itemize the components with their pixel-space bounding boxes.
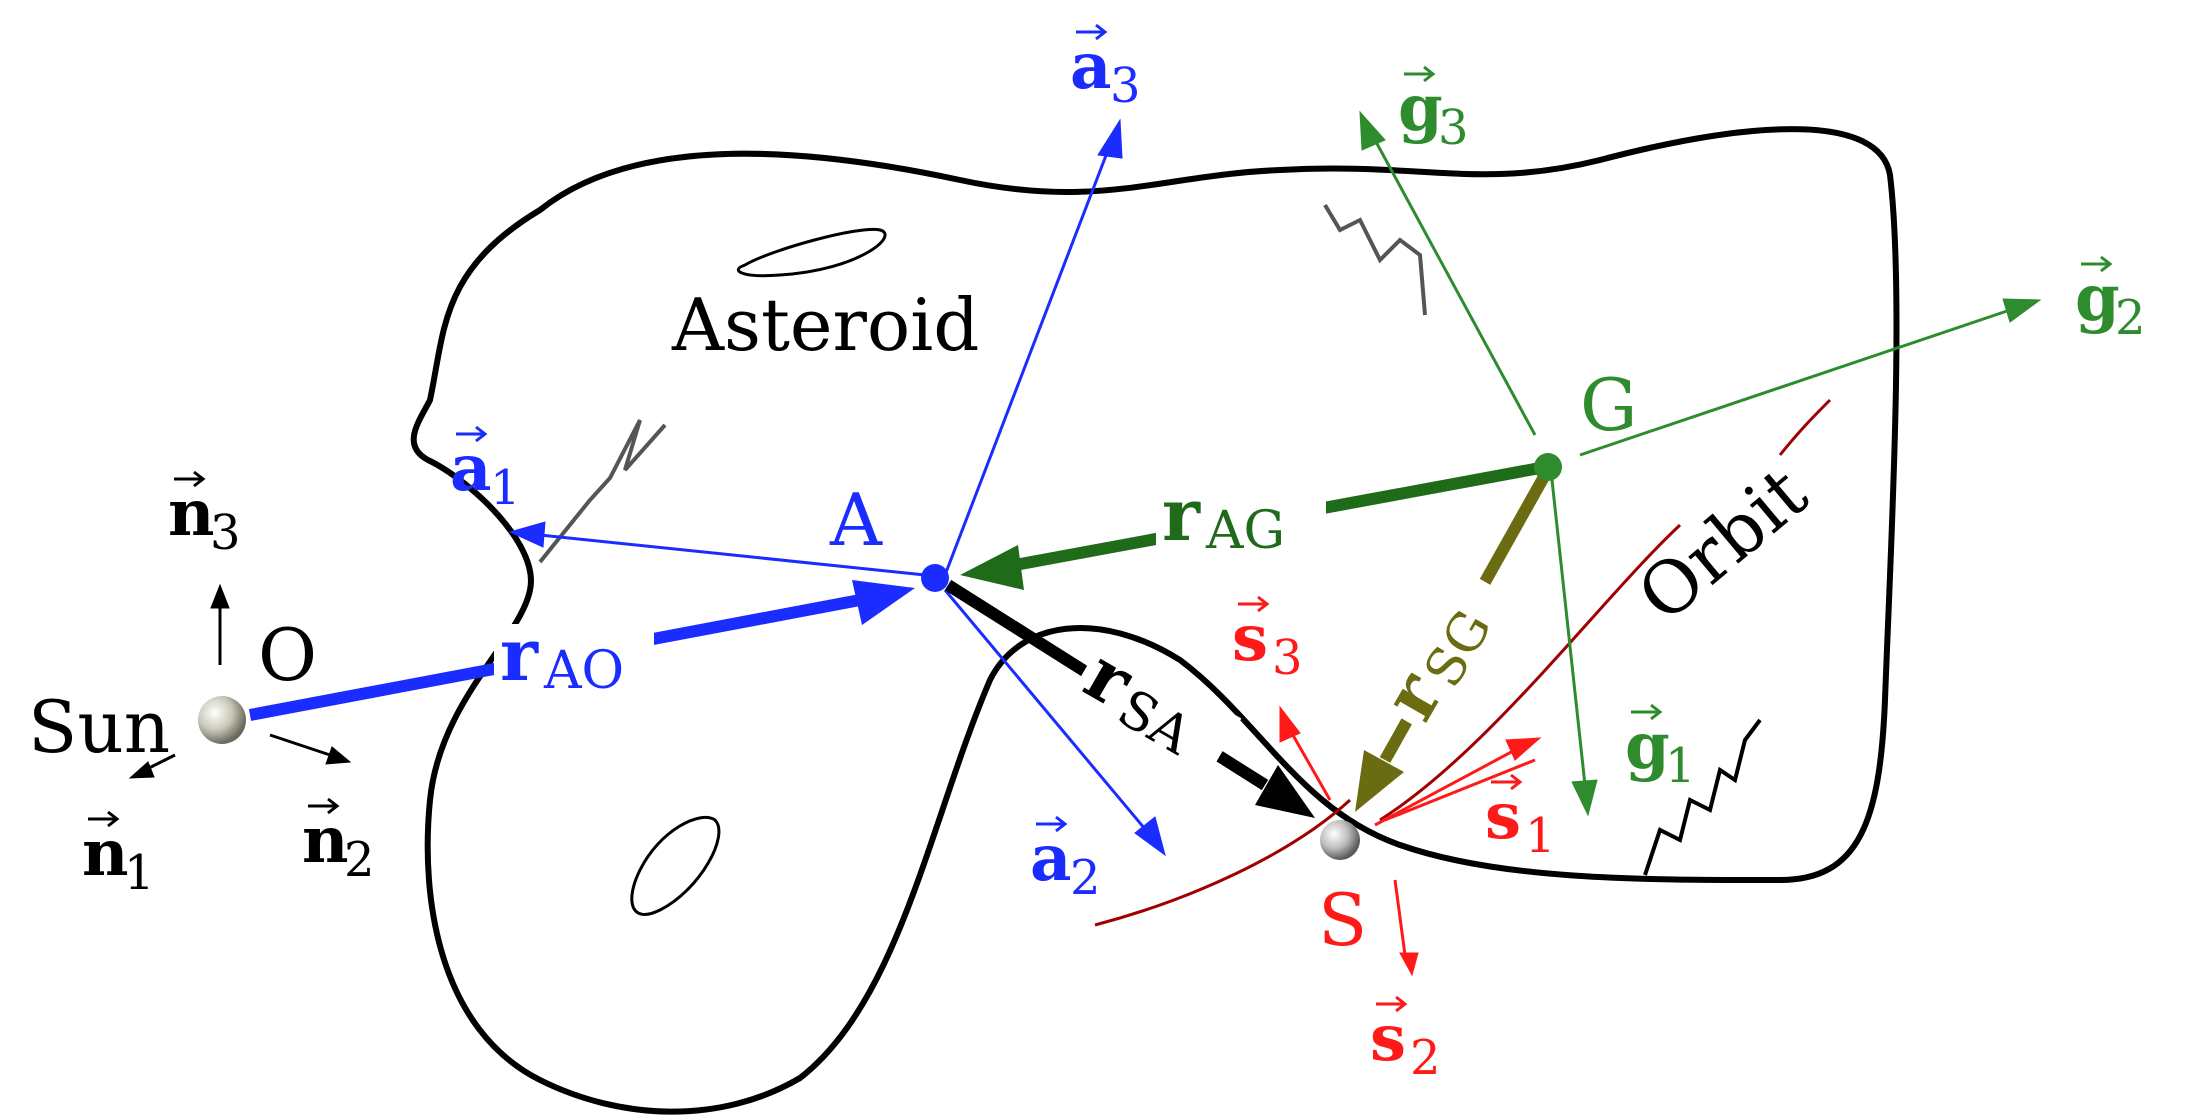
label-g1: g 1: [1625, 703, 1696, 794]
label-a1: a 1: [450, 425, 521, 516]
label-r-SA: r SA: [1064, 631, 1242, 785]
label-r-AG: r AG: [1156, 472, 1326, 561]
svg-text:3: 3: [210, 505, 241, 561]
crater-loop-lower: [630, 815, 721, 916]
svg-text:g: g: [2075, 261, 2120, 336]
label-r-SG: r SG: [1366, 563, 1520, 741]
label-n2: n 2: [302, 797, 375, 888]
svg-text:1: 1: [1525, 808, 1556, 864]
svg-text:3: 3: [1110, 58, 1141, 114]
svg-text:n: n: [302, 803, 349, 878]
label-orbit: Orbit: [1622, 451, 1823, 638]
frame-g-vectors: [1359, 110, 2042, 817]
svg-text:2: 2: [1410, 1030, 1441, 1086]
svg-text:AG: AG: [1205, 501, 1285, 561]
label-s3: s 3: [1232, 595, 1303, 686]
label-n1: n 1: [82, 810, 155, 901]
label-asteroid: Asteroid: [671, 283, 979, 367]
svg-text:g: g: [1625, 709, 1670, 784]
label-n3: n 3: [168, 470, 241, 561]
label-a2: a 2: [1030, 815, 1101, 906]
orbit-curve-upper: [1379, 523, 1682, 822]
svg-text:2: 2: [1070, 850, 1101, 906]
label-g3: g 3: [1398, 65, 1469, 156]
svg-text:s: s: [1485, 779, 1521, 854]
svg-text:r: r: [1162, 472, 1201, 557]
svg-text:g: g: [1398, 71, 1443, 146]
orbit-curve-lower: [1094, 798, 1352, 927]
point-A: [921, 564, 949, 592]
frame-n-vectors: [128, 583, 352, 779]
svg-text:s: s: [1370, 1001, 1406, 1076]
svg-text:1: 1: [124, 845, 155, 901]
point-G: [1534, 453, 1562, 481]
frame-s-vectors: [1279, 705, 1542, 977]
label-G: G: [1580, 363, 1638, 447]
svg-text:2: 2: [2115, 290, 2146, 346]
svg-text:n: n: [168, 476, 215, 551]
surface-scribble-top: [1323, 203, 1427, 316]
svg-text:3: 3: [1272, 630, 1303, 686]
label-r-AO: r AO: [494, 612, 654, 701]
svg-text:r: r: [500, 612, 539, 697]
svg-text:1: 1: [1665, 738, 1696, 794]
label-s1: s 1: [1485, 773, 1556, 864]
label-S: S: [1318, 878, 1367, 962]
label-s2: s 2: [1370, 995, 1441, 1086]
label-a3: a 3: [1070, 23, 1141, 114]
label-A: A: [829, 478, 883, 562]
surface-scribble-left: [538, 419, 667, 564]
svg-text:2: 2: [344, 832, 375, 888]
svg-text:a: a: [450, 431, 491, 506]
svg-text:a: a: [1030, 821, 1071, 896]
label-sun: Sun: [28, 685, 170, 769]
svg-text:a: a: [1070, 29, 1111, 104]
label-g2: g 2: [2075, 255, 2146, 346]
sun-sphere: [198, 696, 246, 744]
label-O: O: [258, 613, 317, 697]
svg-text:1: 1: [490, 460, 521, 516]
svg-text:3: 3: [1438, 100, 1469, 156]
surface-scribble-right: [1643, 718, 1762, 876]
svg-text:AO: AO: [543, 641, 624, 701]
crater-loop-upper: [737, 227, 887, 278]
orbit-curve-top: [1778, 398, 1832, 456]
svg-text:s: s: [1232, 601, 1268, 676]
spacecraft-sphere: [1320, 820, 1360, 860]
svg-text:n: n: [82, 816, 129, 891]
frame-a-vectors: [508, 118, 1166, 857]
